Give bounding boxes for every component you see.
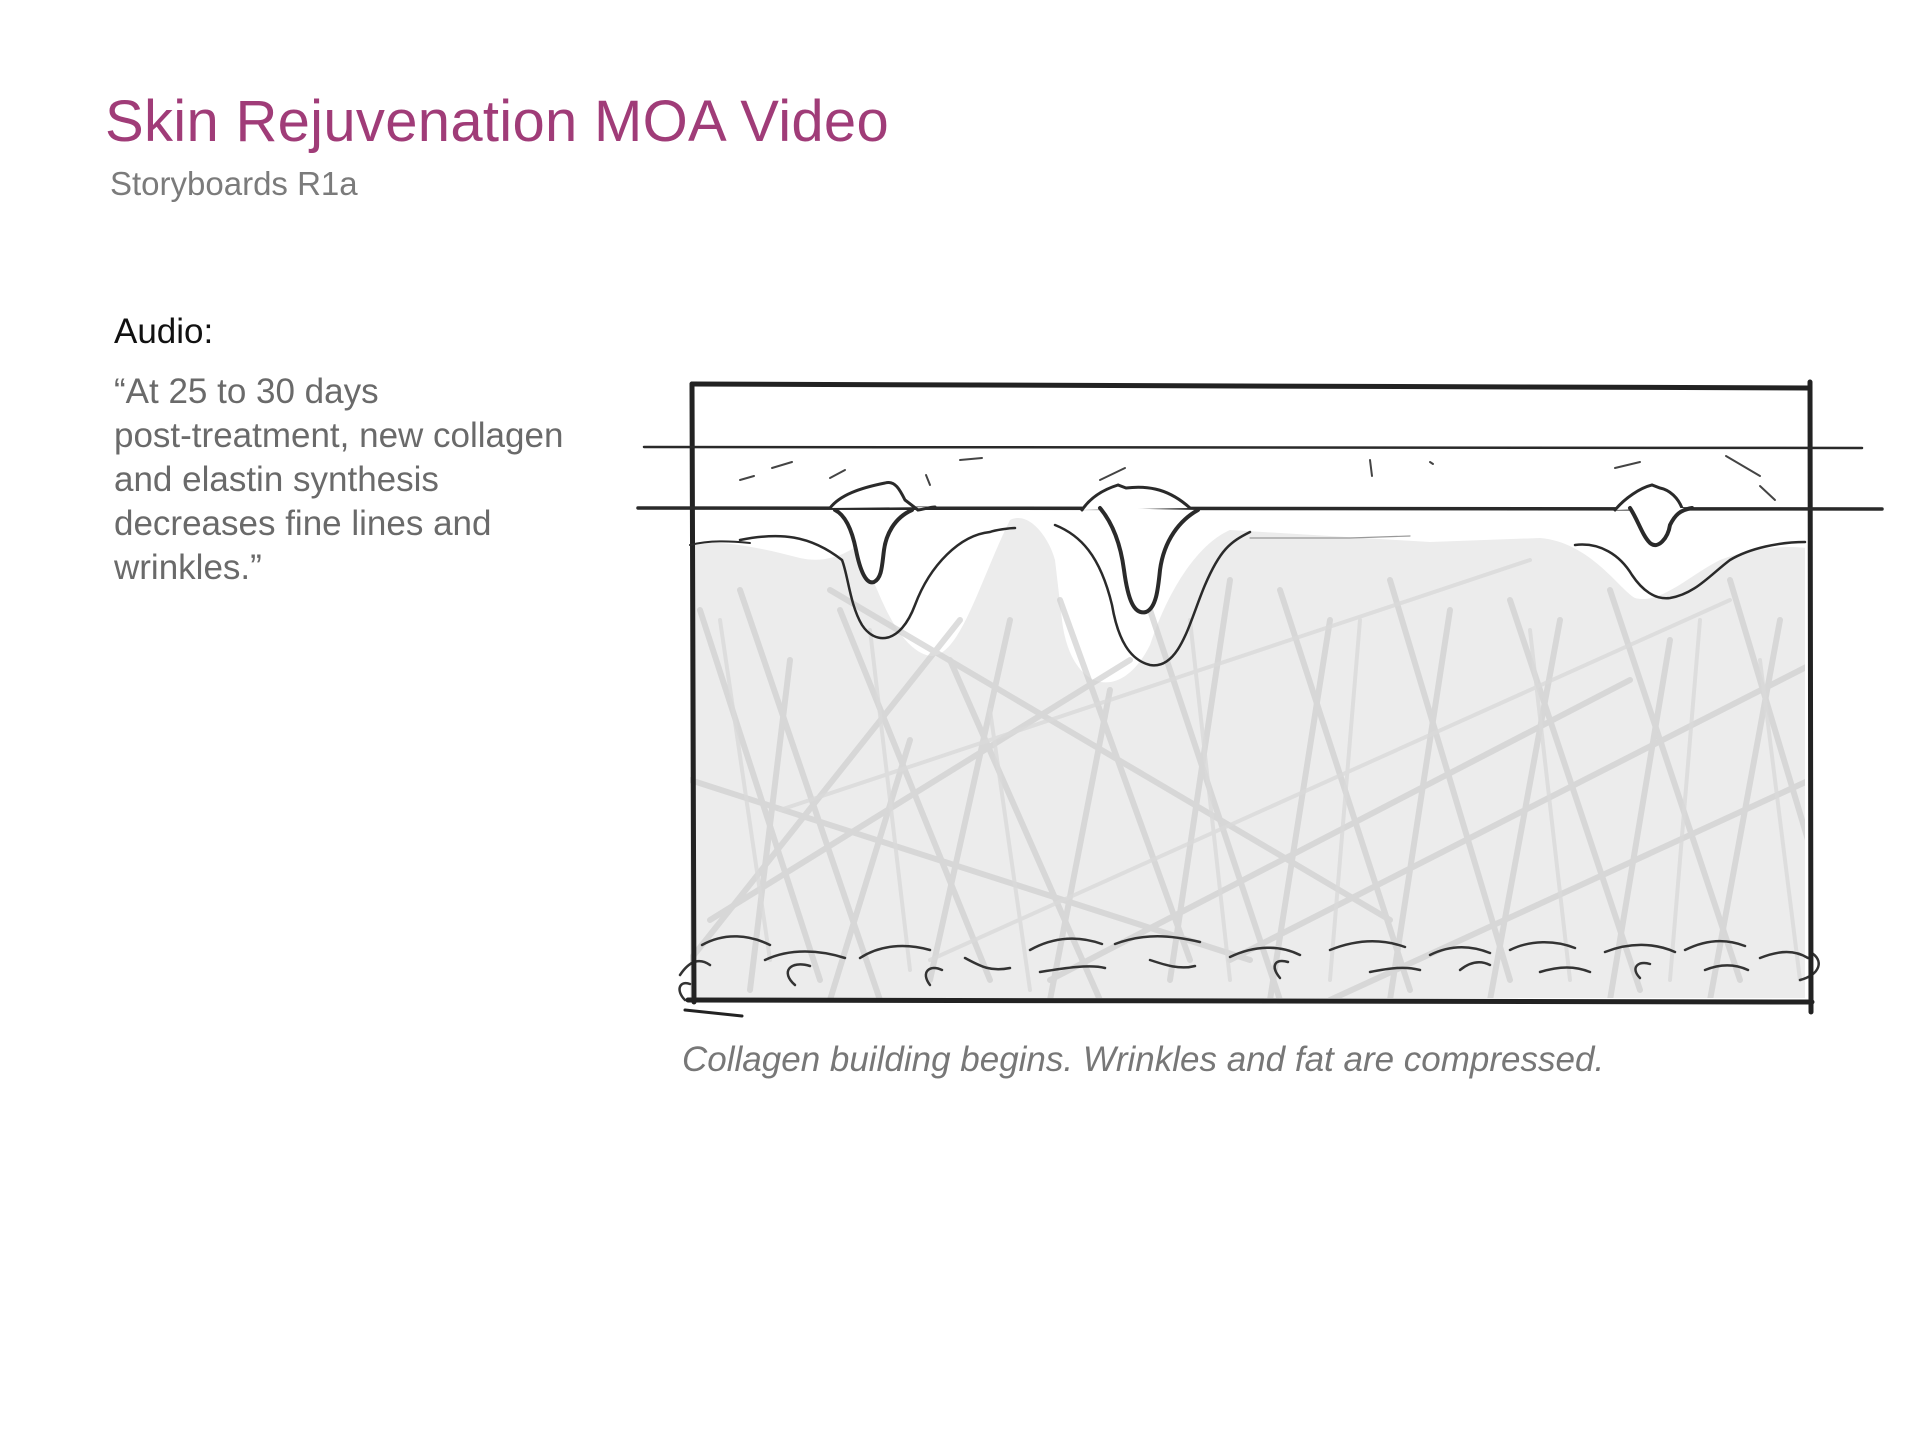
audio-script-line: wrinkles.” (114, 546, 634, 590)
epidermis-lines (638, 447, 1882, 509)
audio-label: Audio: (114, 312, 213, 352)
audio-script-line: post-treatment, new collagen (114, 414, 634, 458)
audio-script-line: decreases fine lines and (114, 502, 634, 546)
audio-script-line: and elastin synthesis (114, 458, 634, 502)
storyboard-subtitle: Storyboards R1a (110, 165, 358, 203)
frame-caption: Collagen building begins. Wrinkles and f… (682, 1040, 1604, 1080)
storyboard-title: Skin Rejuvenation MOA Video (105, 88, 889, 155)
audio-script: “At 25 to 30 days post-treatment, new co… (114, 370, 634, 590)
audio-script-line: “At 25 to 30 days (114, 370, 634, 414)
storyboard-sketch (630, 360, 1910, 1040)
